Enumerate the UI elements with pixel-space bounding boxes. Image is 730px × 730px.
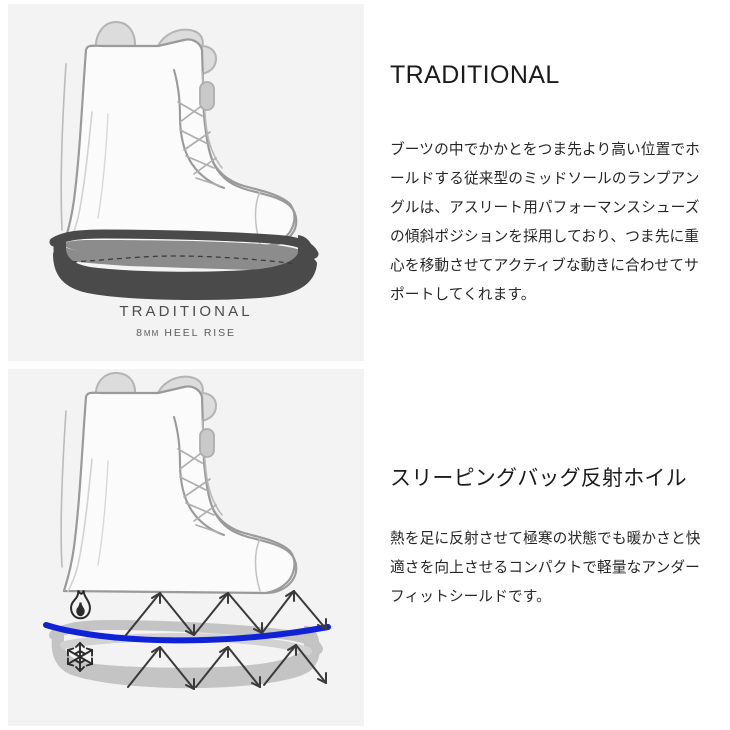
traditional-boot-illustration — [49, 21, 319, 300]
traditional-text-block: TRADITIONAL ブーツの中でかかとをつま先より高い位置でホールドする従来… — [390, 60, 712, 309]
traditional-boot-panel: TRADITIONAL 8MM HEEL RISE — [8, 4, 364, 361]
cold-arrow-group — [127, 644, 327, 690]
outsole — [53, 235, 315, 296]
snowflake-icon — [66, 642, 94, 672]
reflective-foil-line — [43, 622, 331, 644]
reflective-foil-text-block: スリーピングバッグ反射ホイル 熱を足に反射させて極寒の状態でも暖かさと快適さを向… — [390, 466, 712, 611]
stitch-line — [71, 255, 297, 265]
reflective-foil-boot-illustration — [43, 372, 331, 690]
section-body-reflective-foil: 熱を足に反射させて極寒の状態でも暖かさと快適さを向上させるコンパクトで軽量なアン… — [390, 530, 701, 606]
sleeping-bag-foil-boot-panel — [8, 369, 364, 726]
section-body-traditional: ブーツの中でかかとをつま先より高い位置でホールドする従来型のミッドソールのランプ… — [390, 141, 700, 304]
sole-light — [51, 625, 320, 689]
heat-arrow-group — [125, 590, 327, 636]
flame-icon — [70, 590, 91, 620]
section-title-traditional: TRADITIONAL — [390, 61, 560, 89]
section-title-reflective-foil: スリーピングバッグ反射ホイル — [390, 467, 687, 490]
